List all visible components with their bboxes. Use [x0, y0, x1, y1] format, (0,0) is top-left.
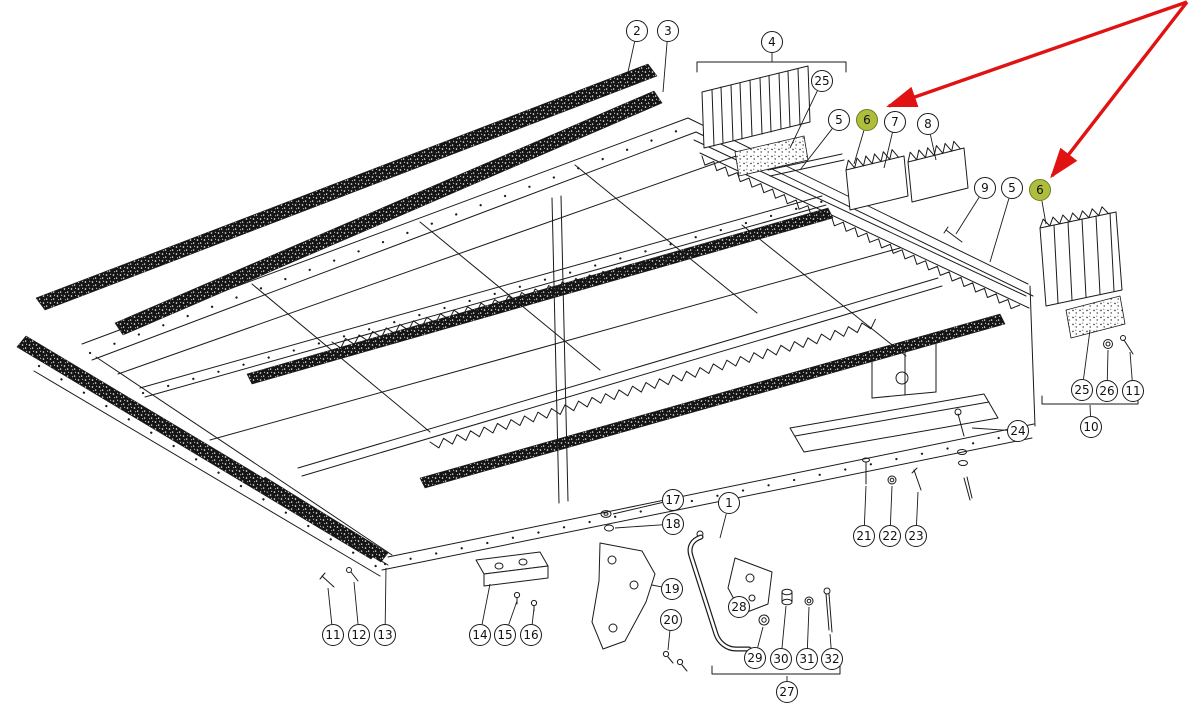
callout-32: 32 — [821, 648, 843, 670]
callout-16: 16 — [520, 624, 542, 646]
callout-6: 6 — [1029, 179, 1051, 201]
washers-17-18 — [600, 510, 614, 532]
leader-line — [531, 607, 535, 625]
leader-line — [757, 626, 764, 648]
callout-10: 10 — [1080, 416, 1102, 438]
leader-line — [1089, 404, 1091, 417]
cotter-pin-part32 — [823, 587, 831, 595]
leader-line — [853, 130, 865, 165]
pin-part9 — [943, 226, 963, 243]
callout-17: 17 — [662, 489, 684, 511]
callout-11: 11 — [322, 624, 344, 646]
callout-8: 8 — [917, 113, 939, 135]
leader-line — [662, 41, 668, 93]
end-fasteners-11-12 — [319, 567, 359, 588]
leader-line — [863, 485, 867, 526]
sawtooth-rails — [331, 155, 1021, 449]
leader-line — [829, 633, 832, 649]
leader-line — [719, 513, 727, 539]
leader-line — [627, 41, 636, 73]
bolt-part24-group — [954, 408, 973, 501]
rod-part1 — [687, 530, 752, 652]
wear-strip-part5 — [767, 153, 845, 177]
washer-part26 — [1103, 339, 1113, 349]
leader-line — [799, 128, 833, 171]
corrugated-panel-part4 — [696, 61, 847, 177]
leader-line — [1106, 349, 1109, 381]
callout-1: 1 — [718, 492, 740, 514]
leader-line — [508, 600, 518, 625]
callout-6: 6 — [856, 109, 878, 131]
callout-14: 14 — [469, 624, 491, 646]
callout-26: 26 — [1096, 380, 1118, 402]
callout-25: 25 — [811, 70, 833, 92]
callout-3: 3 — [657, 20, 679, 42]
callout-15: 15 — [494, 624, 516, 646]
leader-line — [384, 567, 387, 625]
leader-line — [781, 605, 787, 649]
leader-line — [1041, 200, 1047, 225]
callout-21: 21 — [853, 525, 875, 547]
callout-23: 23 — [905, 525, 927, 547]
link-plate-part19-group — [591, 542, 688, 672]
knife-sections-part7-8 — [845, 140, 969, 211]
mount-bracket-right — [789, 343, 999, 453]
highlight-arrow — [1050, 0, 1189, 179]
leader-line — [929, 134, 937, 161]
callout-4: 4 — [761, 31, 783, 53]
deflector-panel — [789, 393, 999, 453]
leader-line — [883, 132, 893, 169]
callout-5: 5 — [1001, 177, 1023, 199]
callout-18: 18 — [662, 513, 684, 535]
leader-line — [651, 584, 662, 588]
callout-5: 5 — [828, 109, 850, 131]
leader-line — [989, 198, 1010, 263]
callout-30: 30 — [770, 648, 792, 670]
leader-line — [789, 90, 818, 149]
callout-7: 7 — [884, 111, 906, 133]
bearing-block-part14-group — [475, 551, 549, 612]
leader-line — [1083, 329, 1091, 380]
leader-line — [612, 502, 663, 515]
leader-line — [481, 583, 491, 625]
leader-line — [955, 197, 980, 235]
group-bracket-27 — [711, 665, 841, 675]
leader-line — [327, 587, 333, 625]
bushing-part29 — [758, 614, 770, 626]
callout-2: 2 — [626, 20, 648, 42]
leader-line — [667, 630, 671, 651]
leader-line — [806, 606, 810, 649]
callout-29: 29 — [744, 647, 766, 669]
frame-cross-members — [251, 164, 907, 504]
callout-28: 28 — [728, 596, 750, 618]
leader-line — [614, 524, 663, 529]
group-bracket-4 — [696, 61, 847, 73]
highlight-arrow — [886, 0, 1188, 108]
callout-11: 11 — [1122, 380, 1144, 402]
callout-9: 9 — [974, 177, 996, 199]
screw-part11-right — [1123, 339, 1134, 355]
leader-line — [353, 581, 359, 625]
callout-20: 20 — [660, 609, 682, 631]
plate-part25-right — [1065, 295, 1126, 339]
leader-line — [1129, 351, 1133, 381]
callout-19: 19 — [661, 578, 683, 600]
callout-25: 25 — [1071, 379, 1093, 401]
fasteners-21-22-23 — [862, 457, 922, 491]
screw-part20 — [662, 650, 670, 658]
callout-27: 27 — [776, 681, 798, 703]
leader-line — [971, 427, 1008, 431]
callout-24: 24 — [1007, 420, 1029, 442]
callout-12: 12 — [348, 624, 370, 646]
leader-line — [916, 491, 919, 526]
callout-22: 22 — [879, 525, 901, 547]
leader-line — [889, 485, 893, 526]
washer-part31 — [804, 596, 814, 606]
callout-31: 31 — [796, 648, 818, 670]
callout-13: 13 — [374, 624, 396, 646]
side-plate-part10-group — [1039, 206, 1139, 405]
